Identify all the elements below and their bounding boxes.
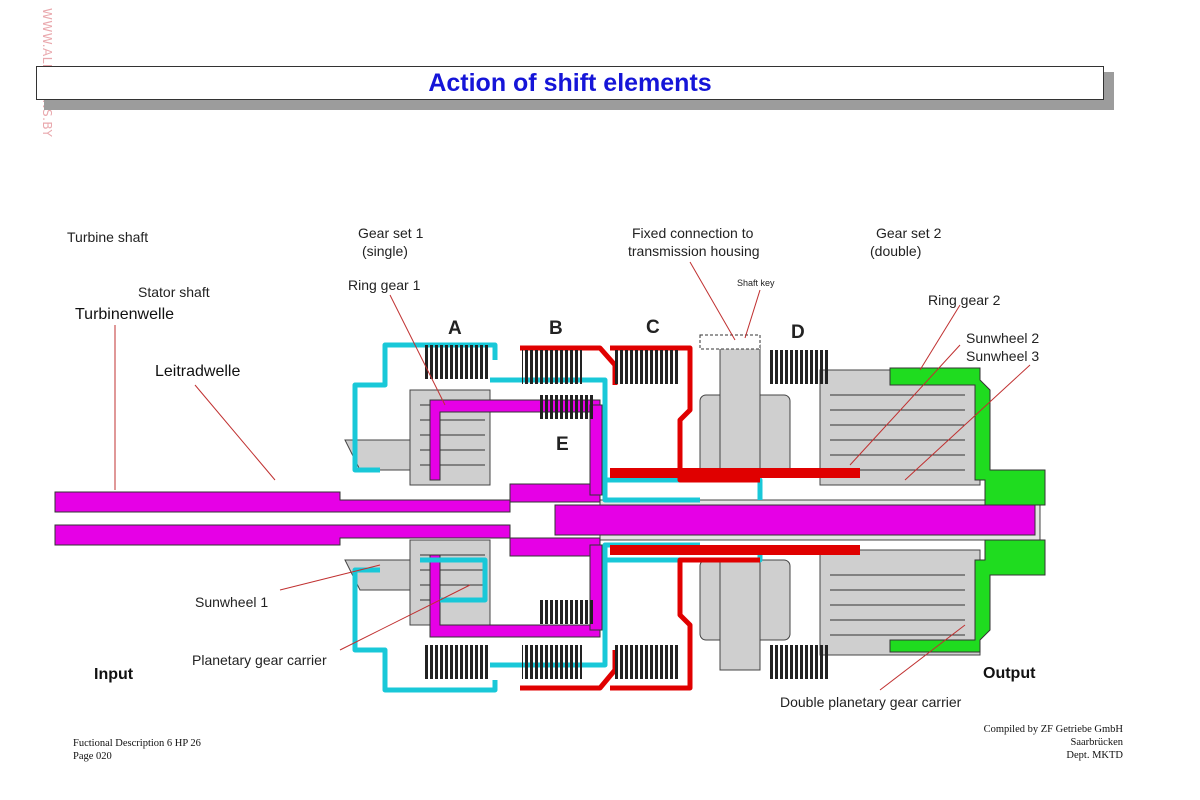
label-gear-set-1: Gear set 1 xyxy=(358,225,424,241)
label-gear-set-2: Gear set 2 xyxy=(876,225,942,241)
label-stator-shaft: Stator shaft xyxy=(138,284,210,300)
clutch-plates xyxy=(425,345,830,679)
label-input: Input xyxy=(94,666,134,683)
label-planetary-gear-carrier: Planetary gear carrier xyxy=(192,652,327,668)
shift-element-d: D xyxy=(791,322,805,343)
label-gear-set-1-type: (single) xyxy=(362,243,408,259)
label-output: Output xyxy=(983,665,1036,682)
label-gear-set-2-type: (double) xyxy=(870,243,922,259)
label-ring-gear-2: Ring gear 2 xyxy=(928,292,1001,308)
label-sunwheel-2: Sunwheel 2 xyxy=(966,330,1040,346)
shift-element-c: C xyxy=(646,317,660,338)
shift-element-b: B xyxy=(549,318,563,339)
shift-element-e: E xyxy=(556,434,569,455)
shift-element-a: A xyxy=(448,318,462,339)
label-turbinenwelle: Turbinenwelle xyxy=(75,306,175,323)
label-sunwheel-3: Sunwheel 3 xyxy=(966,348,1040,364)
footer-right: Compiled by ZF Getriebe GmbH Saarbrücken… xyxy=(984,723,1123,762)
footer-compiled-by: Compiled by ZF Getriebe GmbH xyxy=(983,724,1123,735)
leader-lines xyxy=(114,261,1031,691)
label-turbine-shaft: Turbine shaft xyxy=(67,229,149,245)
label-sunwheel-1: Sunwheel 1 xyxy=(195,594,269,610)
label-double-planetary-gear-carrier: Double planetary gear carrier xyxy=(780,694,962,710)
footer-left: Fuctional Description 6 HP 26 Page 020 xyxy=(73,737,201,763)
footer-city: Saarbrücken xyxy=(1070,737,1123,748)
label-fixed-connection: Fixed connection to xyxy=(632,225,754,241)
label-ring-gear-1: Ring gear 1 xyxy=(348,277,421,293)
footer-dept: Dept. MKTD xyxy=(1066,750,1123,761)
footer-description: Fuctional Description 6 HP 26 xyxy=(73,738,201,749)
red-bars xyxy=(610,468,860,555)
label-shaft-key: Shaft key xyxy=(737,278,775,288)
page-title: Action of shift elements xyxy=(36,66,1104,100)
footer-page: Page 020 xyxy=(73,751,112,762)
green-components xyxy=(889,367,1046,653)
label-leitradwelle: Leitradwelle xyxy=(155,363,241,380)
shaft-key-box xyxy=(699,334,761,350)
turbine-shaft-magenta xyxy=(54,399,1036,638)
label-fixed-connection-2: transmission housing xyxy=(628,243,760,259)
